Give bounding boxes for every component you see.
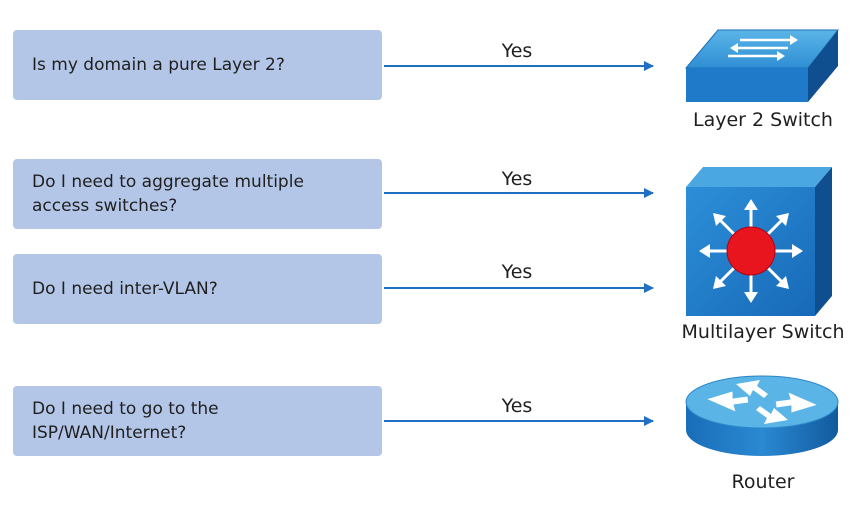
question-box-internet: Do I need to go to the ISP/WAN/Internet? <box>13 386 382 456</box>
device-label-multilayer: Multilayer Switch <box>681 321 845 343</box>
question-text: access switches? <box>32 196 178 216</box>
question-box-layer2: Is my domain a pure Layer 2? <box>13 30 382 100</box>
question-text: Do I need to go to the <box>32 399 219 419</box>
yes-label-1: Yes <box>501 40 533 62</box>
question-text: Do I need to aggregate multiple <box>32 172 304 192</box>
multilayer-switch-icon <box>686 167 832 316</box>
device-label-router: Router <box>731 471 795 493</box>
question-box-inter-vlan: Do I need inter-VLAN? <box>13 254 382 324</box>
yes-label-3: Yes <box>501 261 533 283</box>
yes-label-4: Yes <box>501 395 533 417</box>
question-box-aggregate: Do I need to aggregate multiple access s… <box>13 159 382 229</box>
device-label-layer2: Layer 2 Switch <box>693 109 833 131</box>
question-text: Do I need inter-VLAN? <box>32 279 218 299</box>
question-text: ISP/WAN/Internet? <box>32 423 187 443</box>
question-text: Is my domain a pure Layer 2? <box>32 55 285 75</box>
layer2-switch-icon <box>684 29 840 102</box>
router-icon <box>685 375 839 456</box>
yes-label-2: Yes <box>501 168 533 190</box>
